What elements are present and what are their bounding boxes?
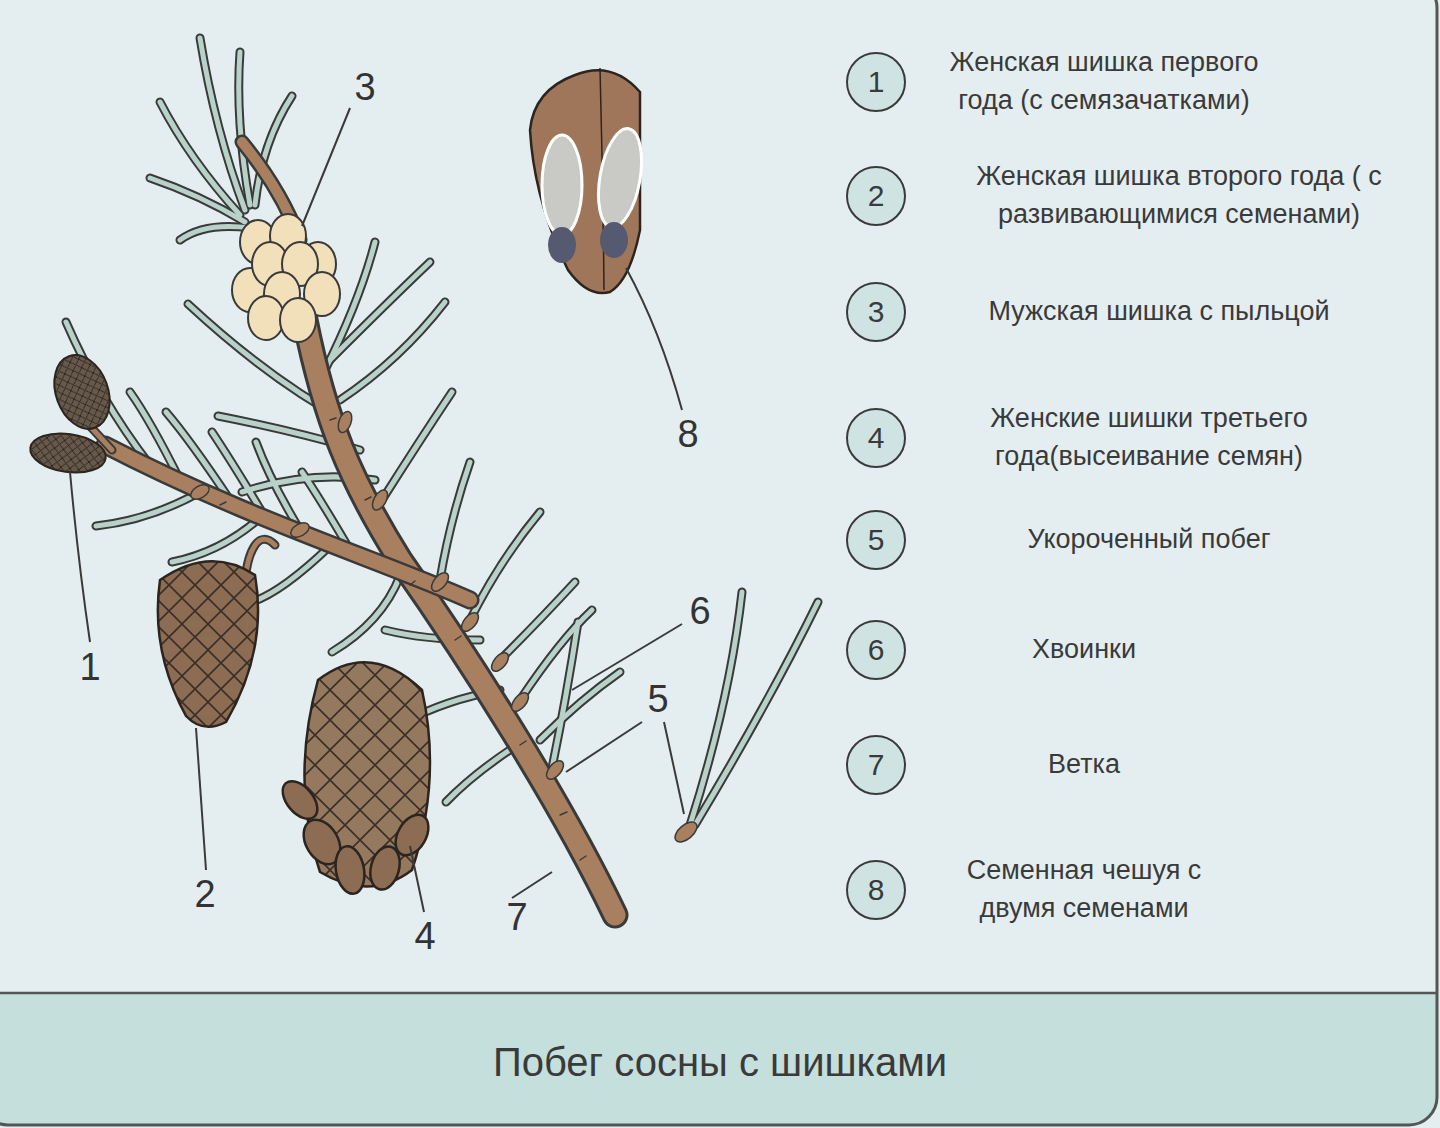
number-circle: 1 xyxy=(846,52,906,112)
callout-number: 5 xyxy=(647,679,668,721)
callout-number: 6 xyxy=(689,591,710,633)
callout-number: 8 xyxy=(677,414,698,456)
legend-number: 2 xyxy=(868,181,885,211)
legend-text: Мужская шишка с пыльцой xyxy=(934,293,1384,331)
number-circle: 3 xyxy=(846,282,906,342)
legend-item: 5 Укороченный побег xyxy=(846,510,1364,570)
branch xyxy=(88,142,615,915)
legend-item: 3 Мужская шишка с пыльцой xyxy=(846,282,1384,342)
legend-text: Семенная чешуя с двумя семенами xyxy=(934,852,1234,928)
second-year-cone xyxy=(158,561,258,727)
third-year-cone xyxy=(276,662,435,896)
legend-text: Женские шишки третьего года(высеивание с… xyxy=(934,400,1364,476)
number-circle: 5 xyxy=(846,510,906,570)
legend-number: 1 xyxy=(868,67,885,97)
legend-number: 6 xyxy=(868,635,885,665)
legend-item: 8 Семенная чешуя с двумя семенами xyxy=(846,852,1234,928)
callout-number: 3 xyxy=(354,67,375,109)
number-circle: 2 xyxy=(846,166,906,226)
caption-band-text: Побег сосны с шишками xyxy=(0,1040,1440,1085)
number-circle: 8 xyxy=(846,860,906,920)
legend-number: 5 xyxy=(868,525,885,555)
number-circle: 7 xyxy=(846,735,906,795)
caption: Побег сосны с шишками xyxy=(493,1040,947,1084)
legend-item: 6 Хвоинки xyxy=(846,620,1234,680)
legend-text: Женская шишка первого года (с семязачатк… xyxy=(934,44,1274,120)
number-circle: 6 xyxy=(846,620,906,680)
legend-text: Женская шишка второго года ( с развивающ… xyxy=(934,158,1424,234)
needles xyxy=(66,38,818,825)
legend-text: Укороченный побег xyxy=(934,521,1364,559)
callout-number: 7 xyxy=(506,897,527,939)
number-circle: 4 xyxy=(846,408,906,468)
callout-number: 4 xyxy=(414,916,435,958)
callout-number: 2 xyxy=(194,874,215,916)
callout-number: 1 xyxy=(79,647,100,689)
legend-item: 1 Женская шишка первого года (с семязачат… xyxy=(846,44,1274,120)
legend-item: 7 Ветка xyxy=(846,735,1234,795)
leader-lines xyxy=(70,108,684,912)
legend-number: 8 xyxy=(868,875,885,905)
first-year-cones xyxy=(28,347,120,477)
legend-item: 2 Женская шишка второго года ( с развиваю… xyxy=(846,158,1424,234)
legend-number: 4 xyxy=(868,423,885,453)
legend-text: Ветка xyxy=(934,746,1234,784)
legend-number: 7 xyxy=(868,750,885,780)
caption-band xyxy=(0,993,1437,1125)
male-cone xyxy=(232,214,340,342)
legend-number: 3 xyxy=(868,297,885,327)
legend-text: Хвоинки xyxy=(934,631,1234,669)
band-border xyxy=(0,992,1437,995)
seed-scale xyxy=(530,68,648,293)
legend-item: 4 Женские шишки третьего года(высеивание … xyxy=(846,400,1364,476)
short-shoot-bases xyxy=(188,410,700,846)
